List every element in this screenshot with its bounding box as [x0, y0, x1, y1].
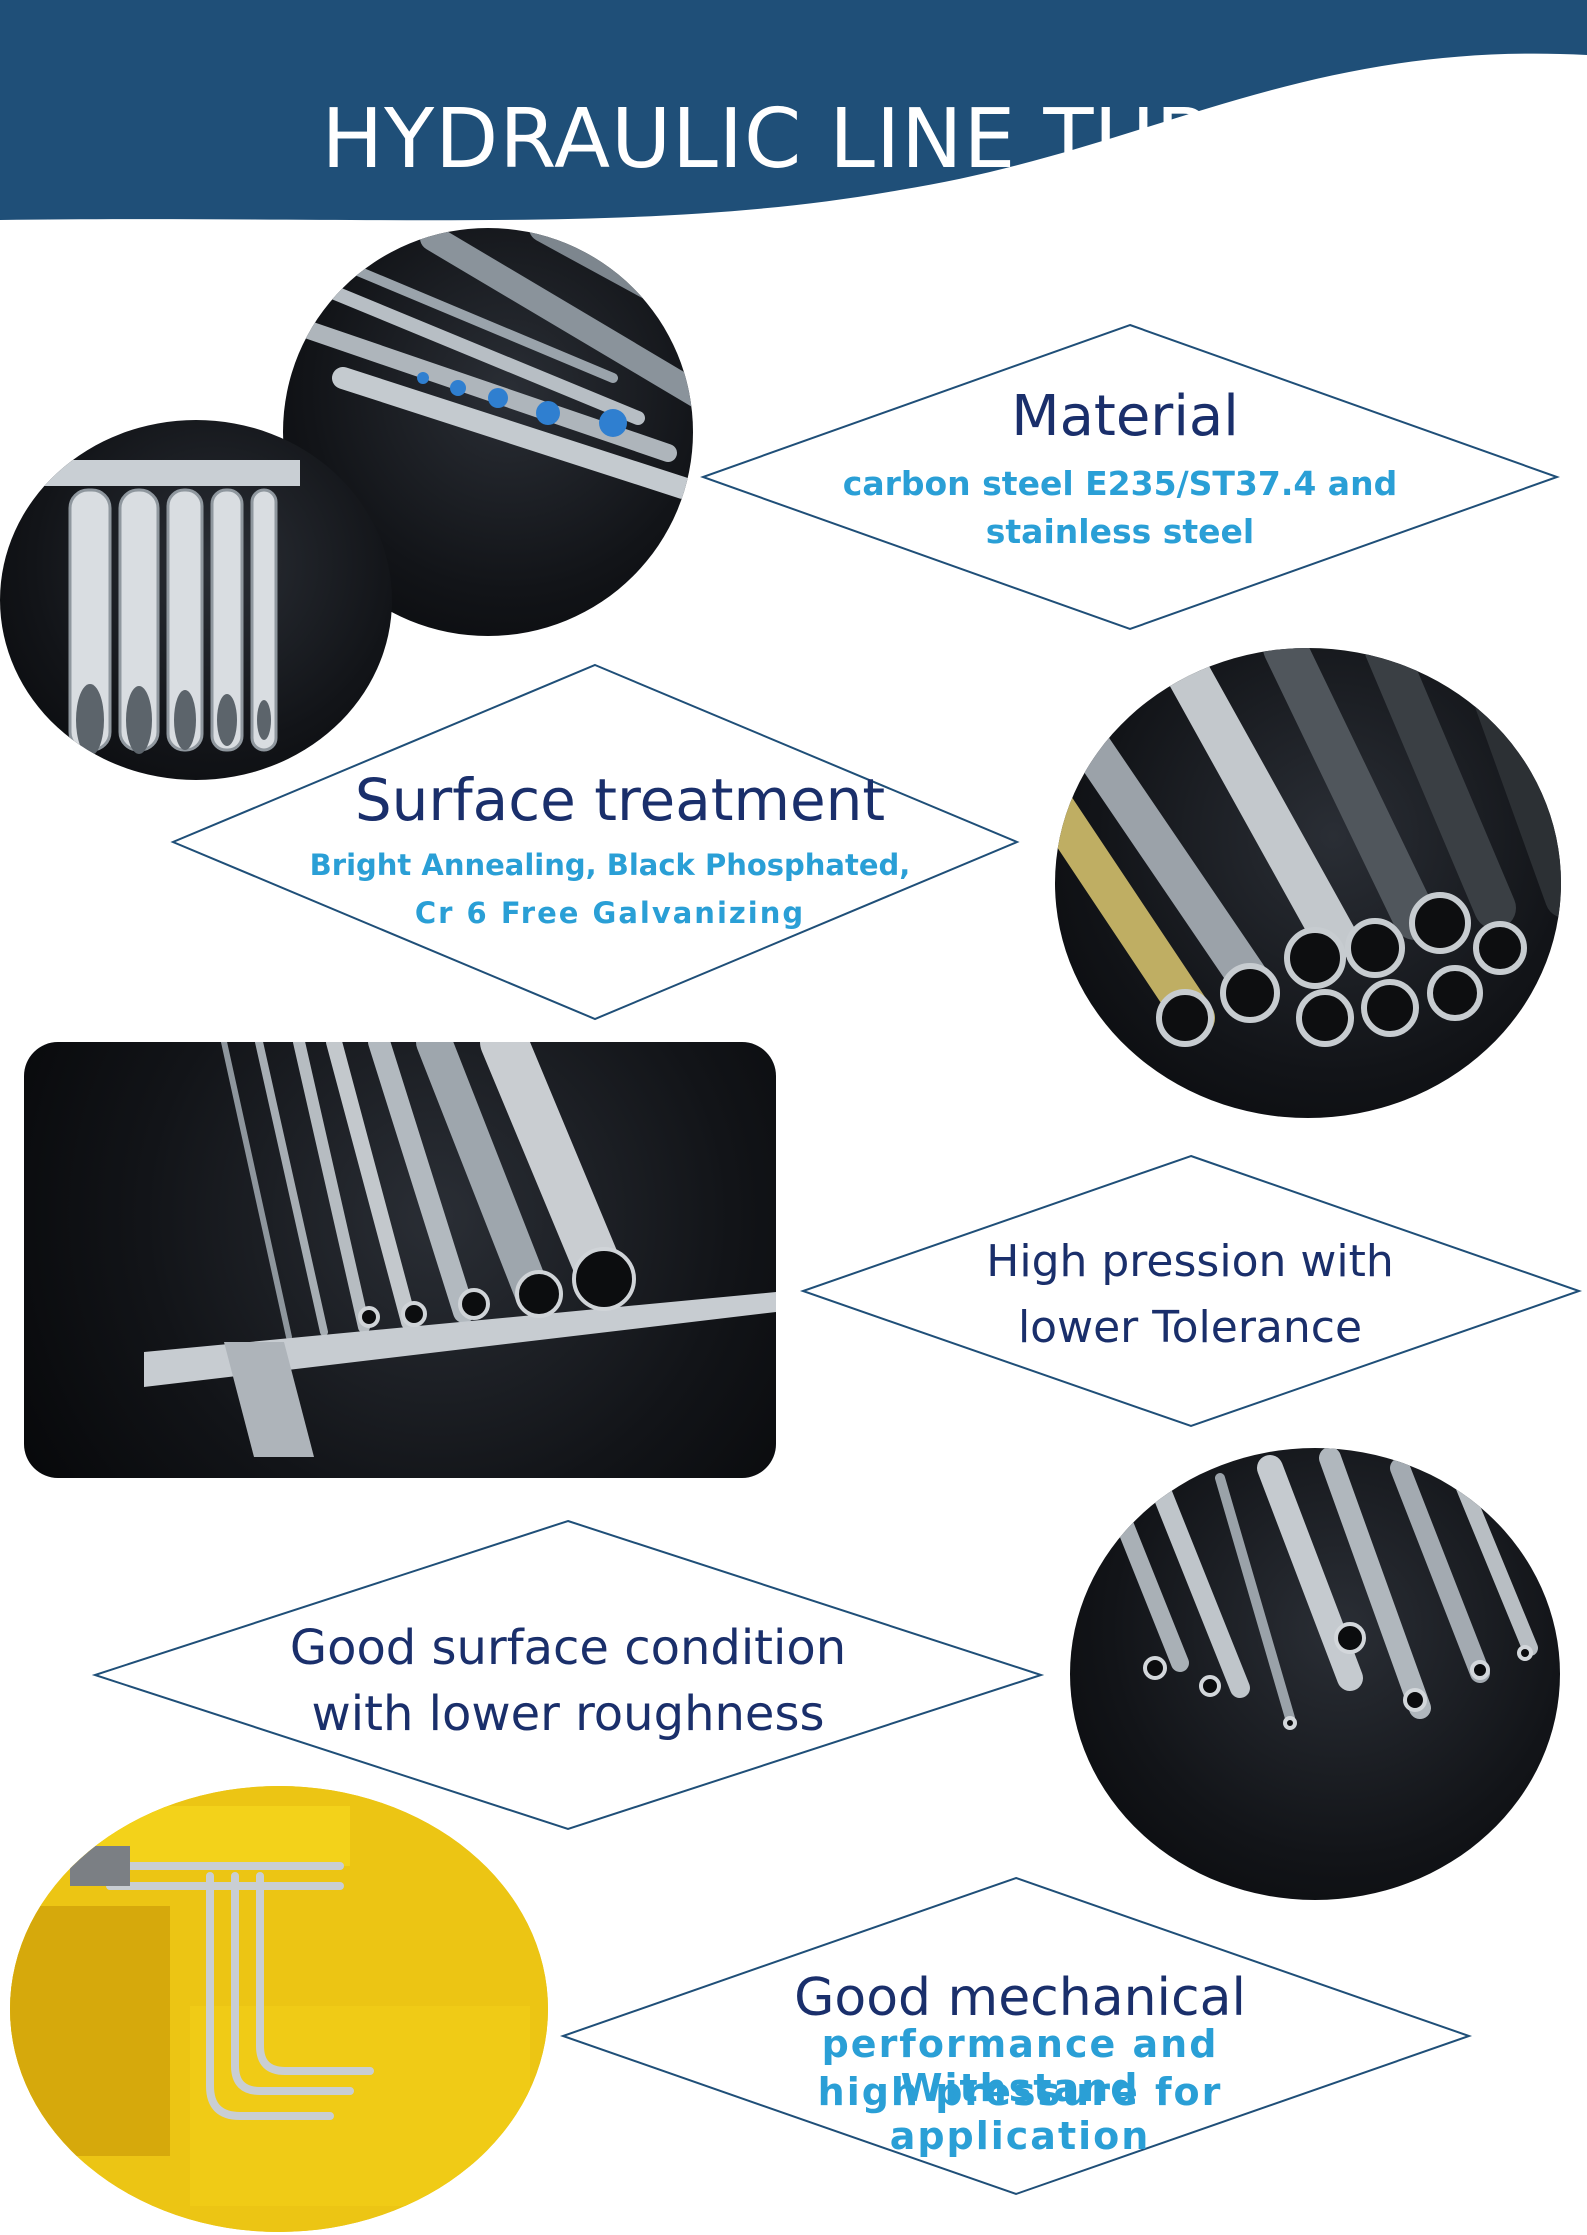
material-detail: carbon steel E235/ST37.4 and stainless s… [842, 464, 1398, 551]
surface-treatment-detail-line2: Cr 6 Free Galvanizing [414, 896, 806, 930]
high-pression-heading-line1: High pression with [986, 1236, 1394, 1287]
surface-condition-heading-line1: Good surface condition [289, 1620, 847, 1676]
excavator-hydraulic-lines-photo [10, 1786, 548, 2232]
polished-tube-ends-photo [0, 420, 392, 780]
high-pression-diamond [799, 1154, 1583, 1428]
small-tube-ends-photo [1070, 1448, 1560, 1900]
mechanical-detail-line1: performance and Withstand [821, 2022, 1219, 2110]
material-diamond [700, 323, 1560, 631]
header-banner [0, 0, 1587, 221]
colored-tube-ends-photo [1055, 648, 1561, 1118]
surface-treatment-detail-line1: Bright Annealing, Black Phosphated, [309, 848, 911, 882]
mechanical-detail-line2: high pressure for application [817, 2070, 1223, 2158]
surface-condition-diamond [91, 1519, 1045, 1831]
surface-condition-heading-line2: with lower roughness [311, 1686, 825, 1742]
mechanical-diamond [559, 1876, 1473, 2196]
material-heading: Material [1011, 384, 1239, 449]
surface-treatment-heading: Surface treatment [354, 766, 886, 834]
page-title: HYDRAULIC LINE TUBE [321, 92, 1266, 187]
high-pression-heading-line2: lower Tolerance [1017, 1302, 1363, 1353]
mechanical-heading: Good mechanical [794, 1968, 1246, 2028]
surface-treatment-diamond [170, 663, 1020, 1021]
tubes-with-caliper-photo [24, 1042, 776, 1478]
